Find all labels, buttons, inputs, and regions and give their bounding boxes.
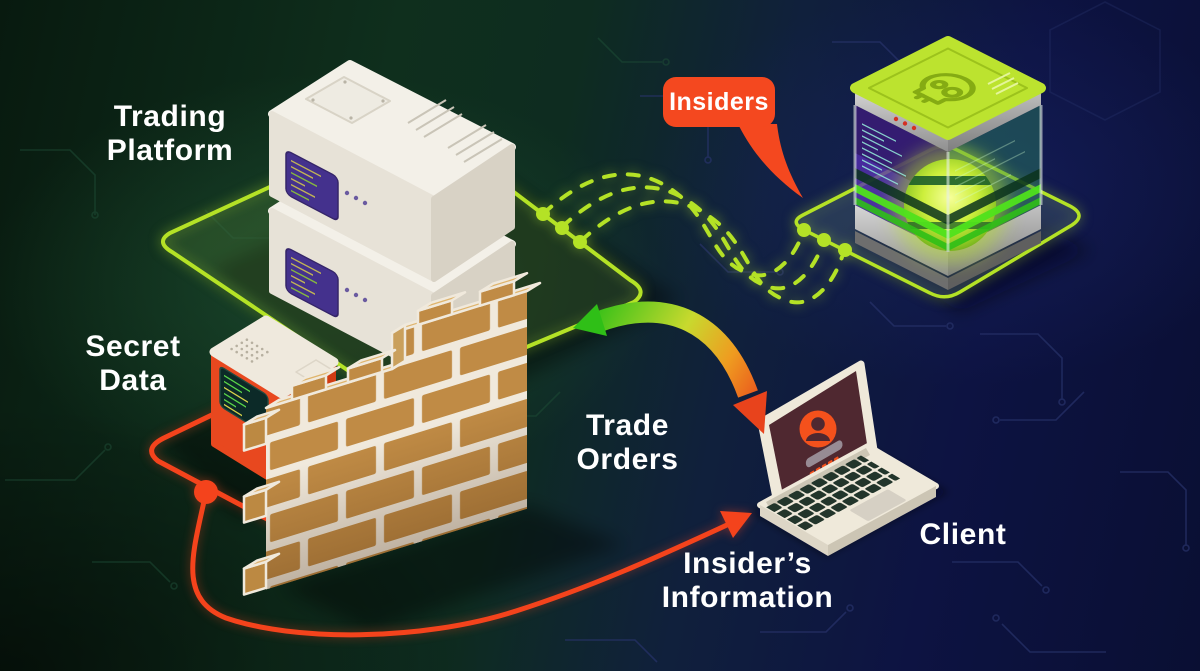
- touchpad: [850, 489, 906, 521]
- vent-lines: [987, 72, 1019, 95]
- server-screen: [285, 151, 339, 221]
- link-node-dot: [194, 480, 218, 504]
- label-secret-data: Secret Data: [85, 330, 181, 397]
- skull-icon: [912, 73, 976, 105]
- keyboard: [765, 455, 906, 531]
- label-trading-platform: Trading Platform: [106, 100, 234, 167]
- arrowhead-green: [573, 304, 607, 336]
- server-screen: [285, 248, 339, 318]
- hacker-server: [850, 36, 1046, 290]
- glass-body: [853, 105, 1043, 263]
- top-plate: [305, 76, 391, 124]
- callout-tail: [738, 124, 803, 198]
- server-box-upper: [268, 60, 516, 282]
- secret-data-link: [149, 385, 320, 549]
- insiders-callout: [663, 77, 803, 198]
- vent-lines: [407, 99, 503, 163]
- link-node-dots: [536, 207, 852, 257]
- trading-platform-servers: [268, 60, 516, 379]
- label-client: Client: [919, 518, 1007, 551]
- client-laptop: [757, 360, 939, 556]
- speaker-grill-icon: [230, 338, 269, 363]
- user-avatar-icon: [799, 410, 837, 448]
- status-led-dots: [893, 116, 917, 131]
- arrowhead-red: [733, 391, 767, 434]
- label-trade-orders: Trade Orders: [576, 409, 679, 476]
- status-led-dots: [344, 287, 368, 303]
- label-insiders-information: Insider’s Information: [661, 547, 834, 614]
- trade-orders-arrow: [573, 301, 767, 434]
- arrowhead: [720, 511, 752, 538]
- status-led-dots: [344, 190, 368, 206]
- insider-information-arrow: [149, 385, 752, 638]
- dashed-data-link: [541, 172, 844, 305]
- insiders-callout-label: Insiders: [669, 87, 769, 116]
